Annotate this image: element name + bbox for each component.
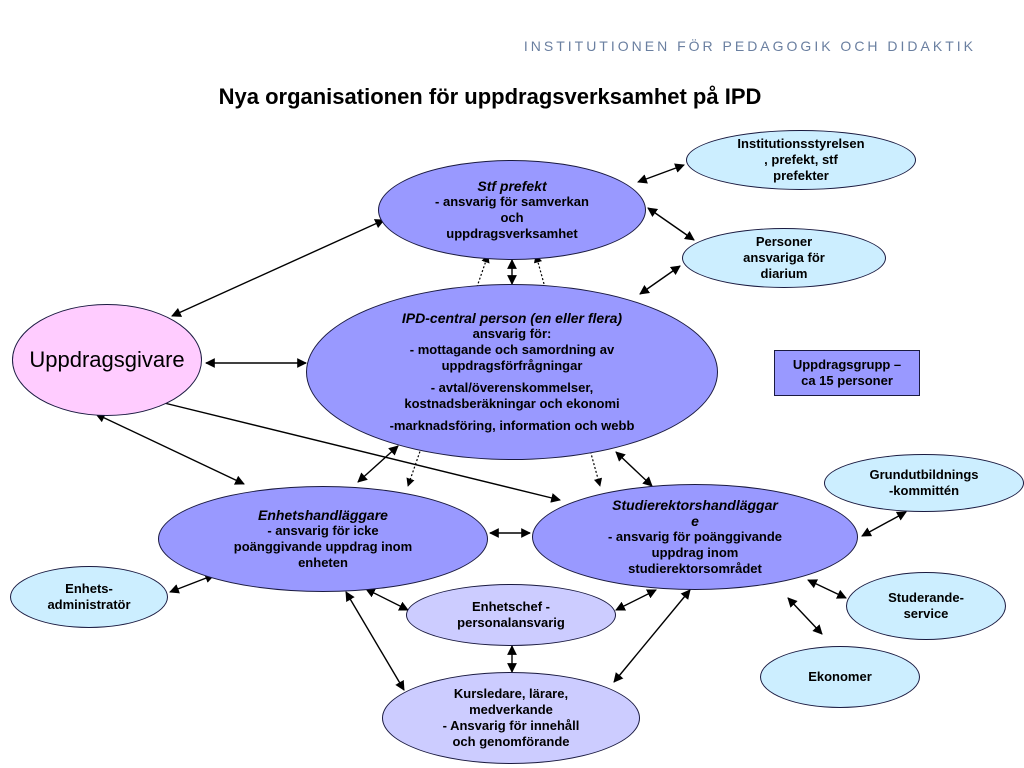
enhetshandlaggare-line-2: poänggivande uppdrag inom: [233, 539, 413, 554]
arrow-studierektor-studerandeservice: [807, 579, 847, 599]
enhetshandlaggare-line-3: enheten: [298, 555, 348, 570]
node-enhetsadministrator: Enhets- administratör: [10, 566, 168, 628]
node-institutionsstyrelsen: Institutionsstyrelsen , prefekt, stf pre…: [686, 130, 916, 190]
node-enhetschef: Enhetschef - personalansvarig: [406, 584, 616, 646]
enhetshandlaggare-heading: Enhetshandläggare: [258, 507, 388, 523]
diarium-line-1: Personer: [755, 234, 813, 249]
studierektor-line-2: uppdrag inom: [651, 545, 739, 560]
arrow-enhetshandlaggare-kursledare: [345, 591, 405, 691]
node-uppdragsgrupp: Uppdragsgrupp – ca 15 personer: [774, 350, 920, 396]
arrow-ipd-studierektor: [615, 451, 653, 487]
kursledare-line-3: - Ansvarig för innehåll: [442, 718, 580, 733]
arrow-stf-diarium: [647, 207, 695, 241]
arrow-uppdragsgivare-enhetshandlaggare: [95, 413, 245, 485]
kursledare-line-4: och genomförande: [452, 734, 570, 749]
ipd-line-6: -marknadsföring, information och webb: [389, 418, 635, 433]
arrow-studierektor-kursledare: [613, 589, 691, 683]
grundutbildning-line-2: -kommittén: [888, 483, 960, 498]
styrelsen-line-3: prefekter: [773, 168, 829, 183]
node-studerandeservice: Studerande- service: [846, 572, 1006, 640]
arrow-stf-styrelsen: [637, 163, 685, 184]
arrow-studierektor-grundutbildning: [861, 511, 907, 537]
arrow-stf-uppdragsgivare: [171, 219, 385, 317]
diarium-line-2: ansvariga för: [743, 250, 825, 265]
arrow-studierektor-enhetschef: [615, 589, 657, 611]
styrelsen-line-2: , prefekt, stf: [764, 152, 838, 167]
studerandeservice-line-2: service: [903, 606, 949, 621]
node-enhetshandlaggare: Enhetshandläggare - ansvarig för icke po…: [158, 486, 488, 592]
studierektor-line-1: - ansvarig för poänggivande: [607, 529, 783, 544]
uppdragsgivare-label: Uppdragsgivare: [29, 347, 185, 372]
ipd-line-4: - avtal/överenskommelser,: [430, 380, 594, 395]
diarium-line-3: diarium: [760, 266, 808, 281]
ipd-line-5: kostnadsberäkningar och ekonomi: [404, 396, 620, 411]
ipd-line-2: - mottagande och samordning av: [409, 342, 615, 357]
node-ipd-central: IPD-central person (en eller flera) ansv…: [306, 284, 718, 460]
arrow-enhetshandlaggare-enhetschef: [365, 588, 409, 611]
ekonomer-label: Ekonomer: [808, 669, 872, 684]
node-grundutbildningskommitten: Grundutbildnings -kommittén: [824, 454, 1024, 512]
studierektor-line-3: studierektorsområdet: [628, 561, 762, 576]
uppdragsgrupp-line-2: ca 15 personer: [801, 373, 893, 388]
grundutbildning-line-1: Grundutbildnings: [869, 467, 979, 482]
node-studierektorshandlaggare: Studierektorshandläggar e - ansvarig för…: [532, 484, 858, 590]
uppdragsgrupp-line-1: Uppdragsgrupp –: [792, 357, 902, 372]
studierektor-heading: Studierektorshandläggar: [612, 497, 778, 513]
node-ekonomer: Ekonomer: [760, 646, 920, 708]
ipd-line-3: uppdragsförfrågningar: [441, 358, 583, 373]
arrow-enhetshandlaggare-enhetsadmin: [169, 573, 215, 594]
enhetschef-line-2: personalansvarig: [457, 615, 565, 630]
studerandeservice-line-1: Studerande-: [888, 590, 964, 605]
enhetsadmin-line-2: administratör: [47, 597, 131, 612]
node-uppdragsgivare: Uppdragsgivare: [12, 304, 202, 416]
ipd-heading: IPD-central person (en eller flera): [401, 310, 623, 326]
stf-prefekt-heading: Stf prefekt: [477, 178, 547, 194]
arrow-ipd-enhetshandlaggare: [357, 445, 399, 483]
diagram-title: Nya organisationen för uppdragsverksamhe…: [218, 84, 762, 109]
node-kursledare: Kursledare, lärare, medverkande - Ansvar…: [382, 672, 640, 764]
institution-header: INSTITUTIONEN FÖR PEDAGOGIK OCH DIDAKTIK: [523, 38, 976, 54]
enhetsadmin-line-1: Enhets-: [65, 581, 113, 596]
arrow-ipd-diarium: [639, 265, 681, 295]
stf-prefekt-line-1: - ansvarig för samverkan: [435, 194, 589, 209]
arrow-studierektor-ekonomer: [787, 597, 823, 635]
styrelsen-line-1: Institutionsstyrelsen: [737, 136, 865, 151]
enhetschef-line-1: Enhetschef -: [471, 599, 550, 614]
stf-prefekt-line-2: och: [500, 210, 524, 225]
stf-prefekt-line-3: uppdragsverksamhet: [446, 226, 578, 241]
studierektor-heading-2: e: [691, 513, 699, 529]
enhetshandlaggare-line-1: - ansvarig för icke: [267, 523, 379, 538]
kursledare-line-1: Kursledare, lärare,: [453, 686, 569, 701]
node-stf-prefekt: Stf prefekt - ansvarig för samverkan och…: [378, 160, 646, 260]
ipd-line-1: ansvarig för:: [472, 326, 552, 341]
kursledare-line-2: medverkande: [469, 702, 553, 717]
node-diarium: Personer ansvariga för diarium: [682, 228, 886, 288]
